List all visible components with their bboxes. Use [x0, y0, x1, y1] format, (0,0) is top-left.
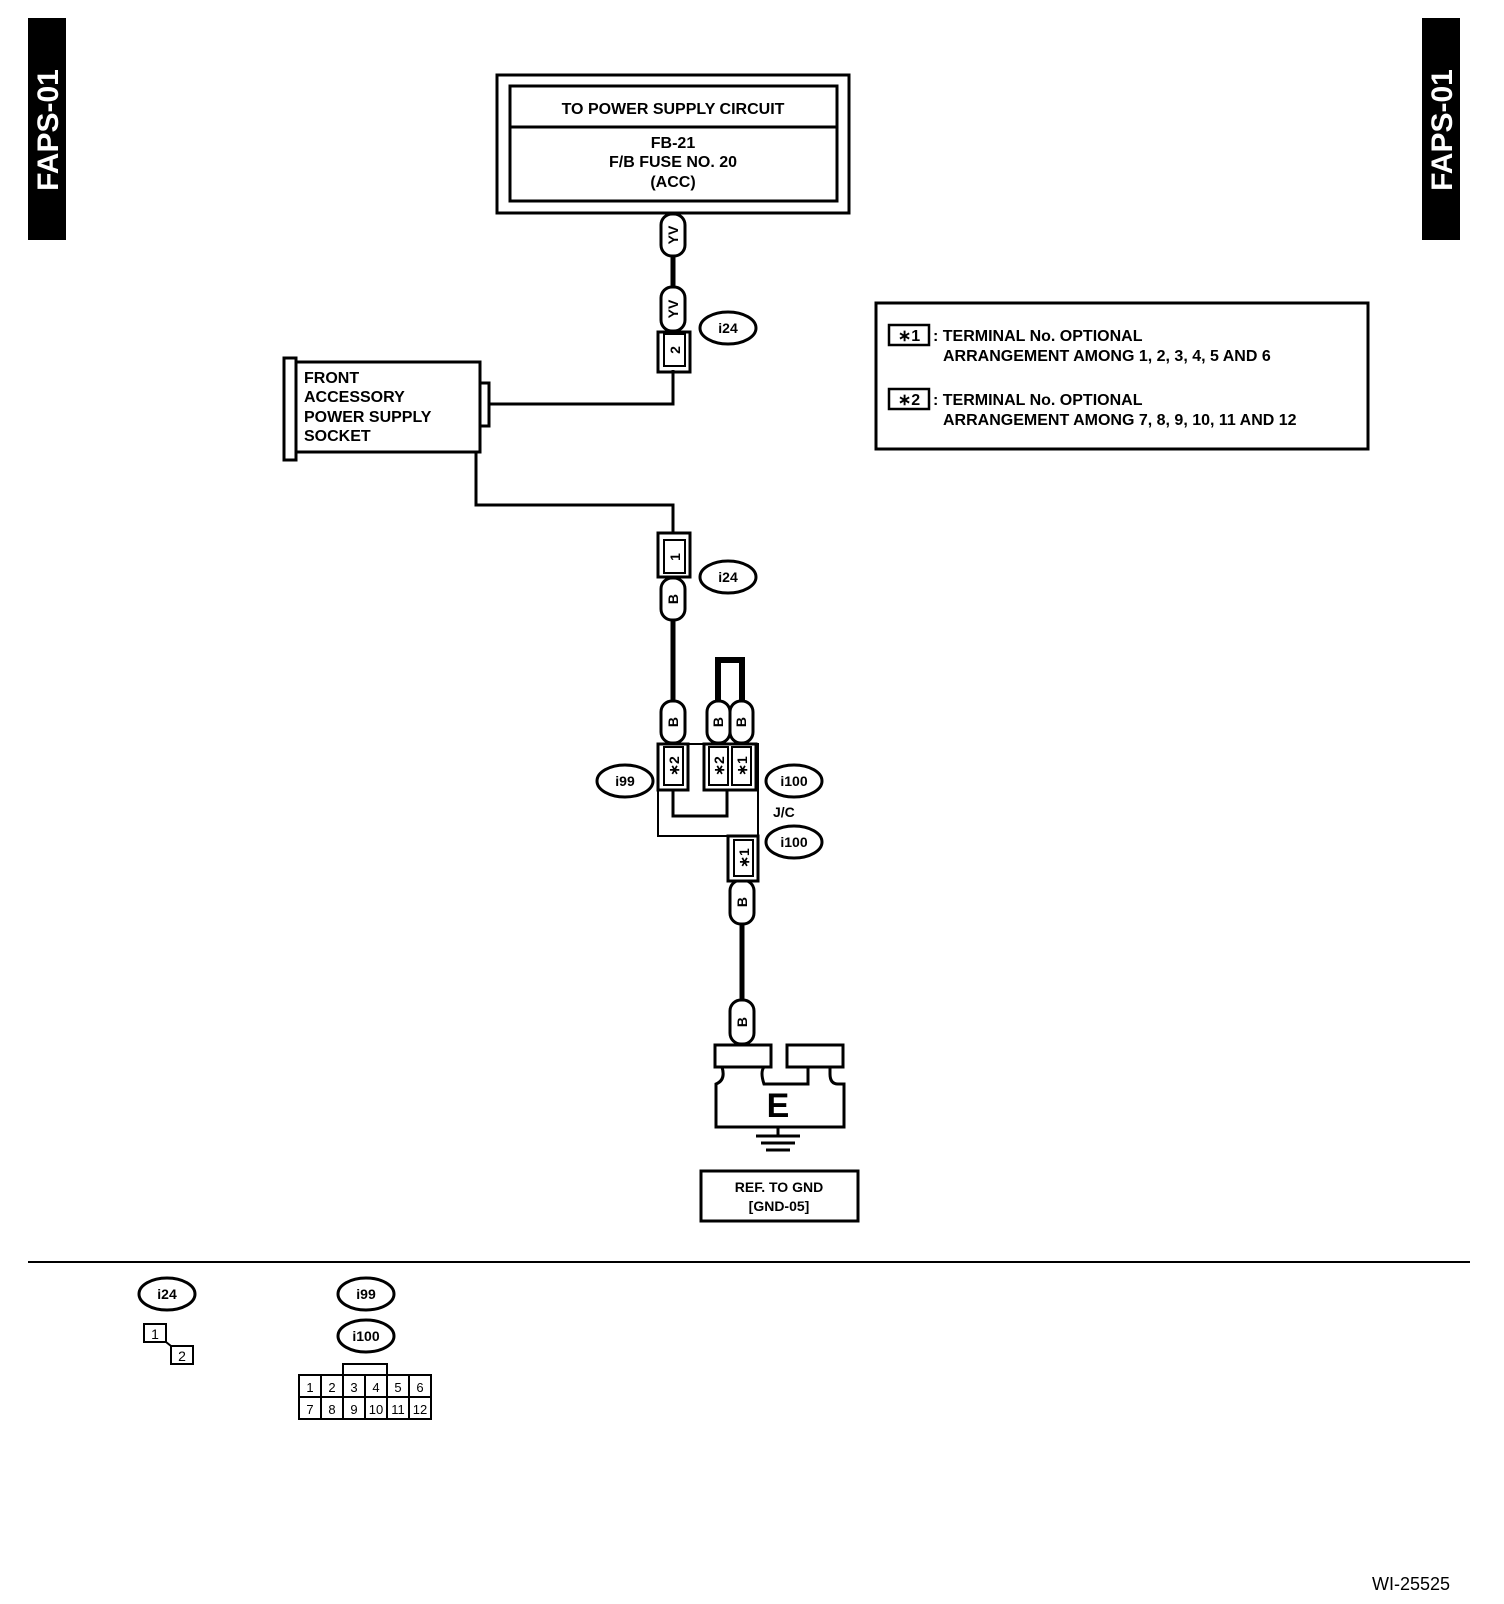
power-supply-box: TO POWER SUPPLY CIRCUIT FB-21 F/B FUSE N…	[495, 73, 851, 215]
legend-mark2: ∗2	[898, 392, 920, 409]
pin-10: 10	[369, 1402, 383, 1417]
svg-text:B: B	[710, 717, 726, 727]
svg-text:i24: i24	[718, 569, 738, 585]
joint-connector: ∗2 ∗2 ∗1 ∗1 J/C	[656, 742, 795, 883]
terminal-i100-star1-bottom: ∗1	[736, 848, 752, 868]
terminal-legend: ∗1 : TERMINAL No. OPTIONAL ARRANGEMENT A…	[874, 301, 1370, 451]
pin-11: 11	[391, 1402, 405, 1417]
svg-text:B: B	[733, 717, 749, 727]
jc-label: J/C	[773, 804, 795, 820]
svg-text:i99: i99	[615, 773, 635, 789]
connector-label-i99: i99	[595, 763, 655, 799]
ground-symbol-icon	[756, 1127, 800, 1152]
pin-3: 3	[350, 1380, 357, 1395]
page-tab-right-label: FAPS-01	[1426, 69, 1459, 191]
i24-pin-1: 1	[151, 1326, 159, 1342]
page-tab-left: FAPS-01	[28, 18, 66, 240]
wire-color-yv-2: YV	[659, 285, 687, 333]
wire-color-b-2: B	[659, 699, 687, 745]
terminal-i100-star1-top: ∗1	[734, 756, 750, 776]
wire-color-yv-1: YV	[659, 212, 687, 258]
svg-text:2: 2	[667, 346, 683, 354]
legend-mark1-text2: ARRANGEMENT AMONG 1, 2, 3, 4, 5 AND 6	[943, 348, 1271, 365]
i24-pin-2: 2	[178, 1348, 186, 1364]
pin-1: 1	[306, 1380, 313, 1395]
connector-i24-bottom: 1	[656, 531, 692, 579]
ground-reference-box: REF. TO GND [GND-05]	[699, 1169, 860, 1223]
socket-line1: FRONT	[304, 370, 359, 387]
pin-12: 12	[413, 1402, 427, 1417]
terminal-i99-star2: ∗2	[666, 756, 682, 776]
pin-4: 4	[372, 1380, 379, 1395]
ground-terminal: E	[713, 1043, 846, 1129]
socket-line4: SOCKET	[304, 428, 371, 445]
power-box-header: TO POWER SUPPLY CIRCUIT	[562, 101, 785, 118]
ground-letter: E	[767, 1087, 790, 1125]
figure-id: WI-25525	[1372, 1574, 1450, 1594]
pin-9: 9	[350, 1402, 357, 1417]
svg-text:i24: i24	[718, 320, 738, 336]
svg-text:i100: i100	[780, 773, 807, 789]
svg-text:B: B	[734, 1017, 750, 1027]
svg-text:B: B	[665, 717, 681, 727]
connector-face-i99-i100: i99 i100 1 2 3 4 5 6 7 8 9 10 11 12	[298, 1276, 432, 1420]
connector-face-i24-label: i24	[157, 1286, 177, 1302]
svg-text:YV: YV	[665, 299, 681, 318]
page-tab-left-label: FAPS-01	[32, 69, 65, 191]
wire-color-b-6: B	[728, 998, 756, 1046]
socket-line2: ACCESSORY	[304, 389, 405, 406]
ground-ref-line2: [GND-05]	[749, 1198, 810, 1214]
svg-text:B: B	[665, 594, 681, 604]
connector-i24-top: 2	[656, 330, 692, 374]
svg-text:i100: i100	[780, 834, 807, 850]
pin-6: 6	[416, 1380, 423, 1395]
wires	[474, 213, 745, 1043]
connector-label-i100-top: i100	[764, 763, 824, 799]
pin-2: 2	[328, 1380, 335, 1395]
power-box-line1: FB-21	[651, 135, 696, 152]
svg-text:B: B	[734, 897, 750, 907]
legend-mark1-text1: : TERMINAL No. OPTIONAL	[933, 328, 1143, 345]
wire-color-b-5: B	[728, 878, 756, 926]
power-box-line3: (ACC)	[650, 174, 695, 191]
connector-label-i24-bottom: i24	[698, 559, 758, 595]
wire-color-b-4: B	[728, 699, 755, 745]
pin-8: 8	[328, 1402, 335, 1417]
connector-face-i99-label: i99	[356, 1286, 376, 1302]
wire-color-b-3: B	[705, 699, 732, 745]
page-tab-right: FAPS-01	[1422, 18, 1460, 240]
pin-5: 5	[394, 1380, 401, 1395]
ground-ref-line1: REF. TO GND	[735, 1179, 823, 1195]
legend-mark1: ∗1	[898, 328, 920, 345]
legend-mark2-text1: : TERMINAL No. OPTIONAL	[933, 392, 1143, 409]
pin-7: 7	[306, 1402, 313, 1417]
power-box-line2: F/B FUSE NO. 20	[609, 154, 737, 171]
wire-color-b-1: B	[659, 576, 687, 622]
legend-mark2-text2: ARRANGEMENT AMONG 7, 8, 9, 10, 11 AND 12	[943, 412, 1297, 429]
svg-text:1: 1	[667, 553, 683, 561]
connector-label-i100-bottom: i100	[764, 824, 824, 860]
connector-face-i100-label: i100	[352, 1328, 379, 1344]
terminal-i100-star2: ∗2	[711, 756, 727, 776]
connector-face-i24: i24 1 2	[137, 1276, 197, 1365]
svg-text:YV: YV	[665, 225, 681, 244]
socket-line3: POWER SUPPLY	[304, 409, 432, 426]
connector-label-i24-top: i24	[698, 310, 758, 346]
accessory-socket: FRONT ACCESSORY POWER SUPPLY SOCKET	[282, 356, 491, 462]
